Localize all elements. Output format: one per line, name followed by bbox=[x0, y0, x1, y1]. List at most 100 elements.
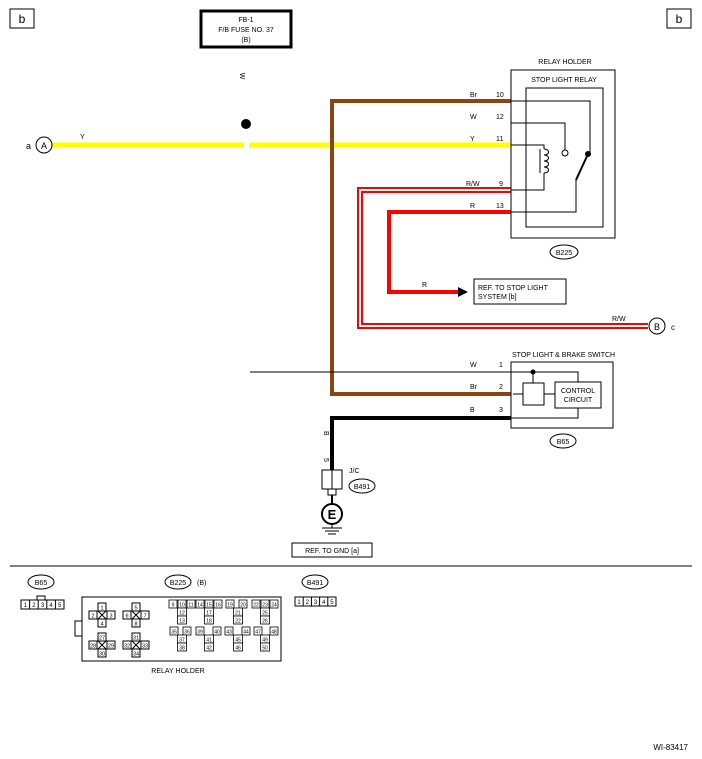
socket-pin-27: 27 bbox=[99, 636, 105, 642]
socket-pin-1: 1 bbox=[100, 606, 103, 612]
relay-cell-50 bbox=[260, 642, 270, 652]
relay-cell-40 bbox=[212, 626, 222, 636]
wire-label-br-top: Br bbox=[470, 92, 478, 99]
svg-text:REF. TO GND [a]: REF. TO GND [a] bbox=[305, 548, 359, 555]
relay-pin-35: 35 bbox=[171, 629, 177, 635]
splice-dot bbox=[241, 119, 251, 129]
socket-pin-8: 8 bbox=[134, 622, 137, 628]
relay-cell-18 bbox=[204, 615, 214, 625]
relay-pin-19: 19 bbox=[227, 602, 233, 608]
relay-cell-47 bbox=[253, 626, 263, 636]
relay-holder: RELAY HOLDER STOP LIGHT RELAY bbox=[510, 59, 616, 239]
relay-cell-38 bbox=[177, 642, 187, 652]
relay-cell-39 bbox=[195, 626, 205, 636]
wire-label-b-vertical: B bbox=[322, 431, 329, 436]
svg-text:E: E bbox=[328, 507, 337, 522]
relay-pin-15: 15 bbox=[206, 602, 212, 608]
relay-pin-10: 10 bbox=[179, 602, 185, 608]
relay-pin-12: 12 bbox=[179, 610, 185, 616]
corner-tag-left: b bbox=[9, 8, 35, 29]
relay-cell-26 bbox=[260, 615, 270, 625]
relay-pin-13: 13 bbox=[179, 618, 185, 624]
relay-cell-44 bbox=[241, 626, 251, 636]
switch-pin-2: 2 bbox=[499, 384, 503, 391]
svg-text:B65: B65 bbox=[35, 580, 48, 587]
legend-b225-badge bbox=[164, 574, 192, 590]
relay-cell-36 bbox=[182, 626, 192, 636]
relay-pin-17: 17 bbox=[206, 610, 212, 616]
relay-pin-44: 44 bbox=[243, 629, 249, 635]
relay-cell-16 bbox=[213, 599, 223, 609]
relay-cell-42 bbox=[204, 642, 214, 652]
relay-cell-14 bbox=[195, 599, 205, 609]
relay-name: STOP LIGHT RELAY bbox=[531, 77, 597, 84]
relay-pin-24: 24 bbox=[271, 602, 277, 608]
svg-text:CONTROL: CONTROL bbox=[561, 388, 595, 395]
wire-label-w-vertical: W bbox=[238, 73, 245, 80]
ref-stop-light-box: REF. TO STOP LIGHT SYSTEM [b] bbox=[473, 278, 567, 305]
b491-pin-4: 4 bbox=[322, 600, 326, 606]
relay-pin-45: 45 bbox=[235, 637, 241, 643]
relay-pin-9: 9 bbox=[172, 602, 175, 608]
pin-11: 11 bbox=[496, 136, 503, 143]
b65-pin-5: 5 bbox=[58, 603, 62, 609]
socket-pin-3: 3 bbox=[109, 614, 112, 620]
svg-text:b: b bbox=[19, 12, 26, 26]
legend-b225-sub: (B) bbox=[197, 580, 206, 587]
svg-text:SYSTEM [b]: SYSTEM [b] bbox=[478, 294, 517, 301]
pin-12: 12 bbox=[496, 114, 504, 121]
socket-pin-30: 30 bbox=[99, 652, 105, 658]
relay-pin-21: 21 bbox=[235, 610, 241, 616]
svg-text:B491: B491 bbox=[354, 484, 370, 491]
legend-b491-badge bbox=[301, 574, 329, 590]
fuse-line-2: F/B FUSE NO. 37 bbox=[218, 27, 274, 34]
relay-pin-43: 43 bbox=[226, 629, 232, 635]
pin-9: 9 bbox=[499, 181, 503, 188]
wire-brown bbox=[330, 99, 513, 396]
b491-pin-3: 3 bbox=[314, 600, 318, 606]
relay-pin-26: 26 bbox=[262, 618, 268, 624]
relay-pin-41: 41 bbox=[206, 637, 212, 643]
socket-pin-5: 5 bbox=[134, 606, 137, 612]
b491-pin-5: 5 bbox=[330, 600, 334, 606]
ref-gnd-box: REF. TO GND [a] bbox=[291, 542, 373, 558]
b65-pin-1: 1 bbox=[24, 603, 28, 609]
b491-pin-1: 1 bbox=[297, 600, 301, 606]
switch-pin-3: 3 bbox=[499, 407, 503, 414]
relay-pin-22: 22 bbox=[235, 618, 241, 624]
pin-13: 13 bbox=[496, 203, 504, 210]
wire-label-r-top: R bbox=[470, 203, 475, 210]
socket-pin-33: 33 bbox=[142, 644, 148, 650]
wire-label-rw-top: R/W bbox=[466, 181, 480, 188]
connector-b65-badge bbox=[549, 433, 577, 449]
figure-id: WI-83417 bbox=[653, 743, 688, 752]
socket-pin-28: 28 bbox=[90, 644, 96, 650]
wire-label-y-main: Y bbox=[80, 134, 85, 141]
relay-cell-43 bbox=[224, 626, 234, 636]
pin-10: 10 bbox=[496, 92, 504, 99]
svg-text:A: A bbox=[41, 141, 47, 151]
relay-pin-48: 48 bbox=[271, 629, 277, 635]
wire-label-y-top: Y bbox=[470, 136, 475, 143]
marker-c-label: c bbox=[671, 323, 675, 332]
relay-pin-20: 20 bbox=[240, 602, 246, 608]
relay-pin-36: 36 bbox=[184, 629, 190, 635]
svg-text:B225: B225 bbox=[556, 250, 572, 257]
relay-pin-50: 50 bbox=[262, 645, 268, 651]
relay-cell-22 bbox=[233, 615, 243, 625]
relay-pin-42: 42 bbox=[206, 645, 212, 651]
stop-light-brake-switch: STOP LIGHT & BRAKE SWITCH CONTROL CIRCUI… bbox=[510, 352, 615, 429]
socket-pin-4: 4 bbox=[100, 622, 103, 628]
legend-b65-badge bbox=[27, 574, 55, 590]
svg-text:B491: B491 bbox=[307, 580, 323, 587]
ground-symbol: E bbox=[321, 503, 343, 535]
socket-pin-29: 29 bbox=[108, 644, 114, 650]
svg-text:b: b bbox=[676, 12, 683, 26]
relay-pin-18: 18 bbox=[206, 618, 212, 624]
marker-b-circle bbox=[648, 317, 666, 335]
relay-cell-48 bbox=[269, 626, 279, 636]
relay-cell-22 bbox=[251, 599, 261, 609]
b65-pin-3: 3 bbox=[41, 603, 45, 609]
